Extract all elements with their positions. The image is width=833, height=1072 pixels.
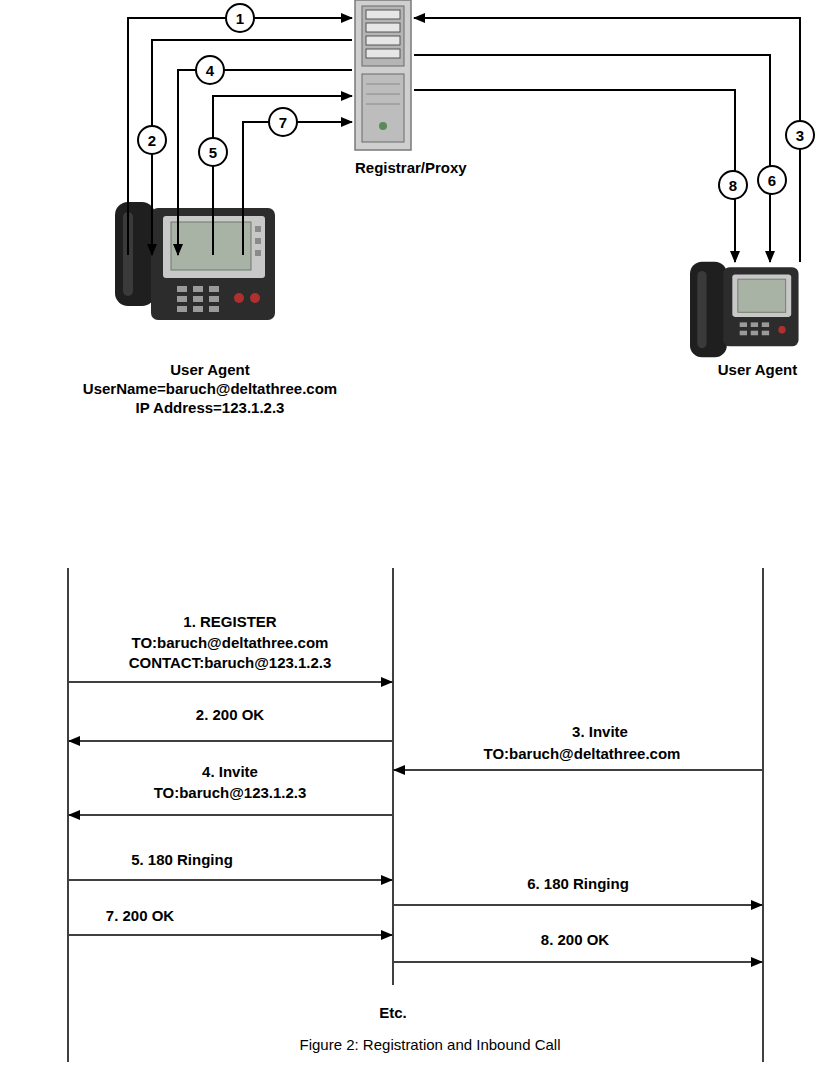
message-label: 6. 180 Ringing bbox=[527, 874, 629, 893]
callout-number: 8 bbox=[718, 170, 748, 200]
phone-node: User Agent bbox=[690, 262, 825, 382]
message-arrow bbox=[69, 682, 762, 962]
message-label: 3. Invite bbox=[572, 722, 628, 741]
phone-icon bbox=[690, 262, 799, 358]
connector bbox=[152, 40, 352, 255]
callout-number: 1 bbox=[225, 3, 255, 33]
message-label: CONTACT:baruch@123.1.2.3 bbox=[129, 653, 332, 672]
figure-caption: Figure 2: Registration and Inbound Call bbox=[300, 1035, 561, 1054]
message-label: TO:baruch@123.1.2.3 bbox=[154, 783, 307, 802]
server-icon bbox=[355, 0, 411, 150]
connector bbox=[414, 55, 770, 262]
callout-number: 3 bbox=[785, 120, 815, 150]
callout-number: 6 bbox=[757, 165, 787, 195]
phone-icon bbox=[115, 202, 275, 320]
message-label: 5. 180 Ringing bbox=[131, 850, 233, 869]
callout-number: 4 bbox=[195, 55, 225, 85]
connector bbox=[243, 122, 352, 255]
message-label: 7. 200 OK bbox=[106, 906, 174, 925]
callout-number: 2 bbox=[137, 125, 167, 155]
node-title: Registrar/Proxy bbox=[355, 158, 467, 177]
node-detail: UserName=baruch@deltathree.com bbox=[83, 379, 337, 398]
connector bbox=[178, 70, 352, 255]
callout-number: 5 bbox=[198, 137, 228, 167]
message-label: Etc. bbox=[379, 1003, 407, 1022]
connector bbox=[414, 18, 800, 262]
node-title: User Agent bbox=[718, 360, 797, 379]
lifeline bbox=[68, 568, 763, 1062]
message-label: 8. 200 OK bbox=[541, 930, 609, 949]
callout-number: 7 bbox=[268, 107, 298, 137]
message-label: 1. REGISTER bbox=[183, 612, 276, 631]
connector bbox=[213, 96, 352, 255]
node-detail: IP Address=123.1.2.3 bbox=[136, 398, 285, 417]
message-label: TO:baruch@deltathree.com bbox=[132, 633, 329, 652]
connector bbox=[128, 18, 352, 255]
server-node: Registrar/Proxy bbox=[352, 0, 414, 150]
phone-node: User AgentUserName=baruch@deltathree.com… bbox=[60, 255, 360, 420]
message-label: TO:baruch@deltathree.com bbox=[484, 744, 681, 763]
message-label: 4. Invite bbox=[202, 762, 258, 781]
message-label: 2. 200 OK bbox=[196, 705, 264, 724]
node-title: User Agent bbox=[170, 360, 249, 379]
